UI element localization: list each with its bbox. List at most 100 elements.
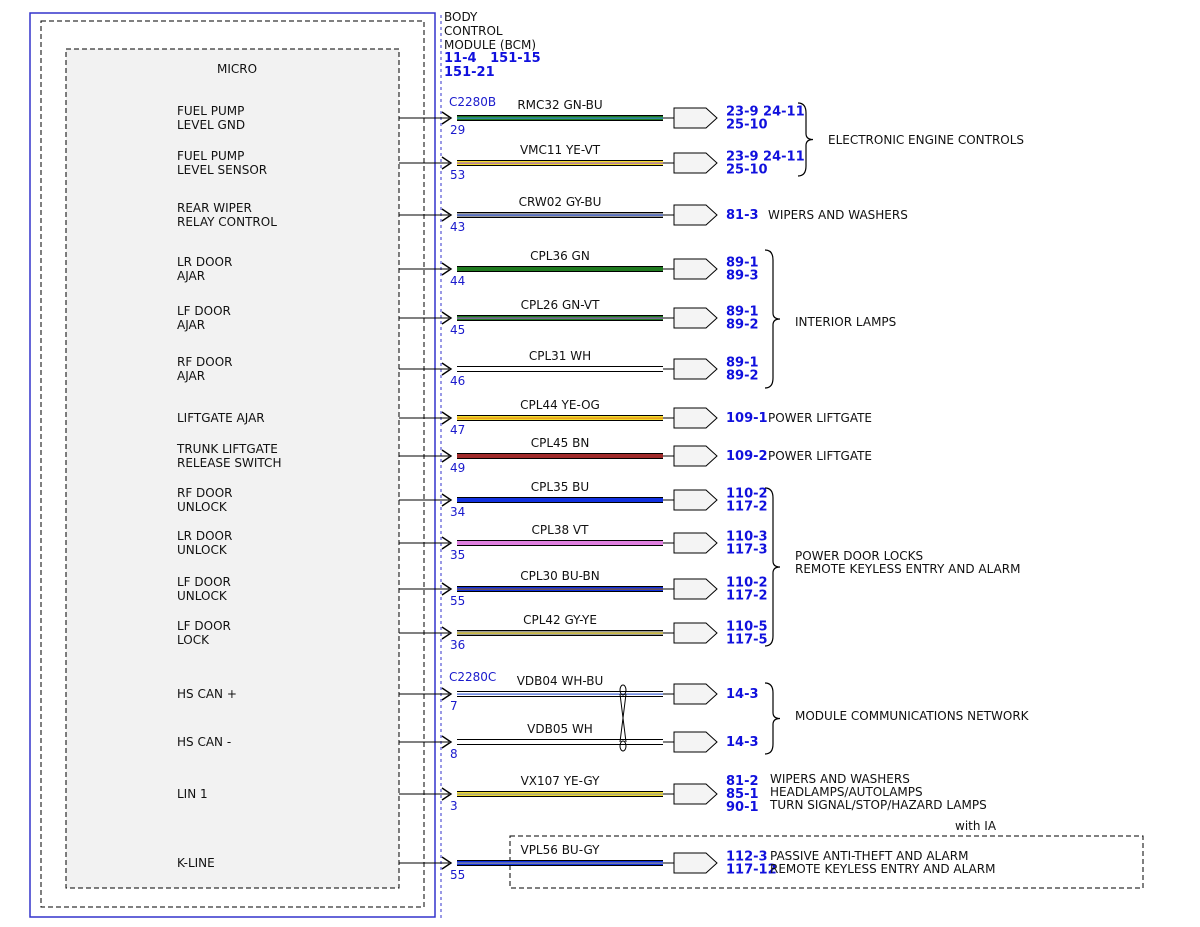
- circuit-label: LEVEL SENSOR: [177, 163, 267, 177]
- wire-label: CRW02 GY-BU: [519, 195, 602, 209]
- wire-stripe: [457, 632, 663, 634]
- wire-stripe: [457, 693, 663, 695]
- wire-label: VDB05 WH: [527, 722, 593, 736]
- wire-label: VPL56 BU-GY: [520, 843, 600, 857]
- wire-label: CPL42 GY-YE: [523, 613, 597, 627]
- page-ref: 89-2: [726, 369, 759, 384]
- destination-group: ELECTRONIC ENGINE CONTROLS: [797, 102, 1024, 177]
- pin-number: 44: [450, 274, 465, 288]
- page-ref: 117-3: [726, 543, 768, 558]
- arrow-icon: [441, 449, 453, 463]
- group-label: WIPERS AND WASHERS: [768, 208, 908, 222]
- group-label: POWER DOOR LOCKS: [795, 549, 923, 563]
- wire-stripe: [457, 162, 663, 164]
- page-ref: 117-2: [726, 589, 768, 604]
- circuit-label: FUEL PUMP: [177, 149, 244, 163]
- wire-color: [457, 367, 663, 371]
- destination-group: INTERIOR LAMPS: [764, 249, 896, 389]
- arrow-icon: [441, 687, 453, 701]
- page-ref: 89-2: [726, 318, 759, 333]
- destination-arrow-icon: [673, 107, 718, 129]
- pin-number: 43: [450, 220, 465, 234]
- arrow-icon: [441, 111, 453, 125]
- pin-number: 53: [450, 168, 465, 182]
- wire-label: CPL44 YE-OG: [520, 398, 600, 412]
- group-label: WIPERS AND WASHERS: [770, 772, 910, 786]
- arrow-icon: [441, 626, 453, 640]
- arrow-icon: [441, 787, 453, 801]
- wire-label: CPL35 BU: [531, 480, 589, 494]
- twisted-pair-icon: [619, 684, 627, 752]
- arrow-icon: [441, 208, 453, 222]
- wire-stripe: [457, 588, 663, 590]
- destination-arrow-icon: [673, 358, 718, 380]
- pin-number: 47: [450, 423, 465, 437]
- page-ref: 23-9 24-11: [726, 150, 805, 165]
- destination-arrow-icon: [673, 445, 718, 467]
- pin-number: 8: [450, 747, 458, 761]
- page-ref: 14-3: [726, 735, 759, 750]
- arrow-icon: [441, 582, 453, 596]
- bcm-title-line: CONTROL: [444, 24, 503, 38]
- pin-number: 29: [450, 123, 465, 137]
- wire-label: VX107 YE-GY: [521, 774, 601, 788]
- group-brace: [764, 487, 781, 647]
- bcm-page-ref: 11-4 151-15: [444, 51, 541, 66]
- wire-label: VDB04 WH-BU: [517, 674, 604, 688]
- wire-label: CPL38 VT: [532, 523, 590, 537]
- pin-number: 46: [450, 374, 465, 388]
- arrow-icon: [441, 362, 453, 376]
- wire-stripe: [457, 862, 663, 864]
- group-label: REMOTE KEYLESS ENTRY AND ALARM: [795, 562, 1020, 576]
- page-ref: 109-1: [726, 411, 768, 426]
- circuit-label: UNLOCK: [177, 500, 228, 514]
- circuit-row: HS CAN - 8 VDB05 WH 14-3: [177, 722, 759, 761]
- wire-stripe: [457, 214, 663, 216]
- bcm-outline: [29, 12, 436, 918]
- circuit-label: LF DOOR: [177, 575, 231, 589]
- circuit-label: TRUNK LIFTGATE: [176, 442, 278, 456]
- page-ref: 89-1: [726, 256, 759, 271]
- group-brace: [764, 682, 781, 755]
- arrow-icon: [441, 262, 453, 276]
- wire-label: CPL26 GN-VT: [521, 298, 600, 312]
- pin-number: 7: [450, 699, 458, 713]
- circuit-label: RF DOOR: [177, 486, 233, 500]
- destination-group: POWER LIFTGATE: [768, 449, 872, 463]
- circuit-label: LF DOOR: [177, 304, 231, 318]
- page-ref: 89-1: [726, 305, 759, 320]
- circuit-label: RELAY CONTROL: [177, 215, 277, 229]
- page-ref: 89-3: [726, 269, 759, 284]
- group-label: TURN SIGNAL/STOP/HAZARD LAMPS: [769, 798, 987, 812]
- arrow-icon: [441, 493, 453, 507]
- destination-arrow-icon: [673, 204, 718, 226]
- circuit-label: LIN 1: [177, 787, 208, 801]
- arrow-icon: [441, 856, 453, 870]
- page-ref: 110-5: [726, 620, 768, 635]
- circuit-label: HS CAN -: [177, 735, 231, 749]
- page-ref: 90-1: [726, 800, 759, 815]
- pin-number: 45: [450, 323, 465, 337]
- destination-arrow-icon: [673, 852, 718, 874]
- circuit-label: LR DOOR: [177, 529, 232, 543]
- destination-arrow-icon: [673, 731, 718, 753]
- wire-label: CPL45 BN: [531, 436, 590, 450]
- bcm-inner-dashed-box: [40, 20, 425, 908]
- group-label: PASSIVE ANTI-THEFT AND ALARM: [770, 849, 968, 863]
- destination-arrow-icon: [673, 783, 718, 805]
- page-ref: 25-10: [726, 163, 768, 178]
- wire-stripe: [457, 117, 663, 119]
- wire-label: CPL30 BU-BN: [520, 569, 600, 583]
- page-ref: 23-9 24-11: [726, 105, 805, 120]
